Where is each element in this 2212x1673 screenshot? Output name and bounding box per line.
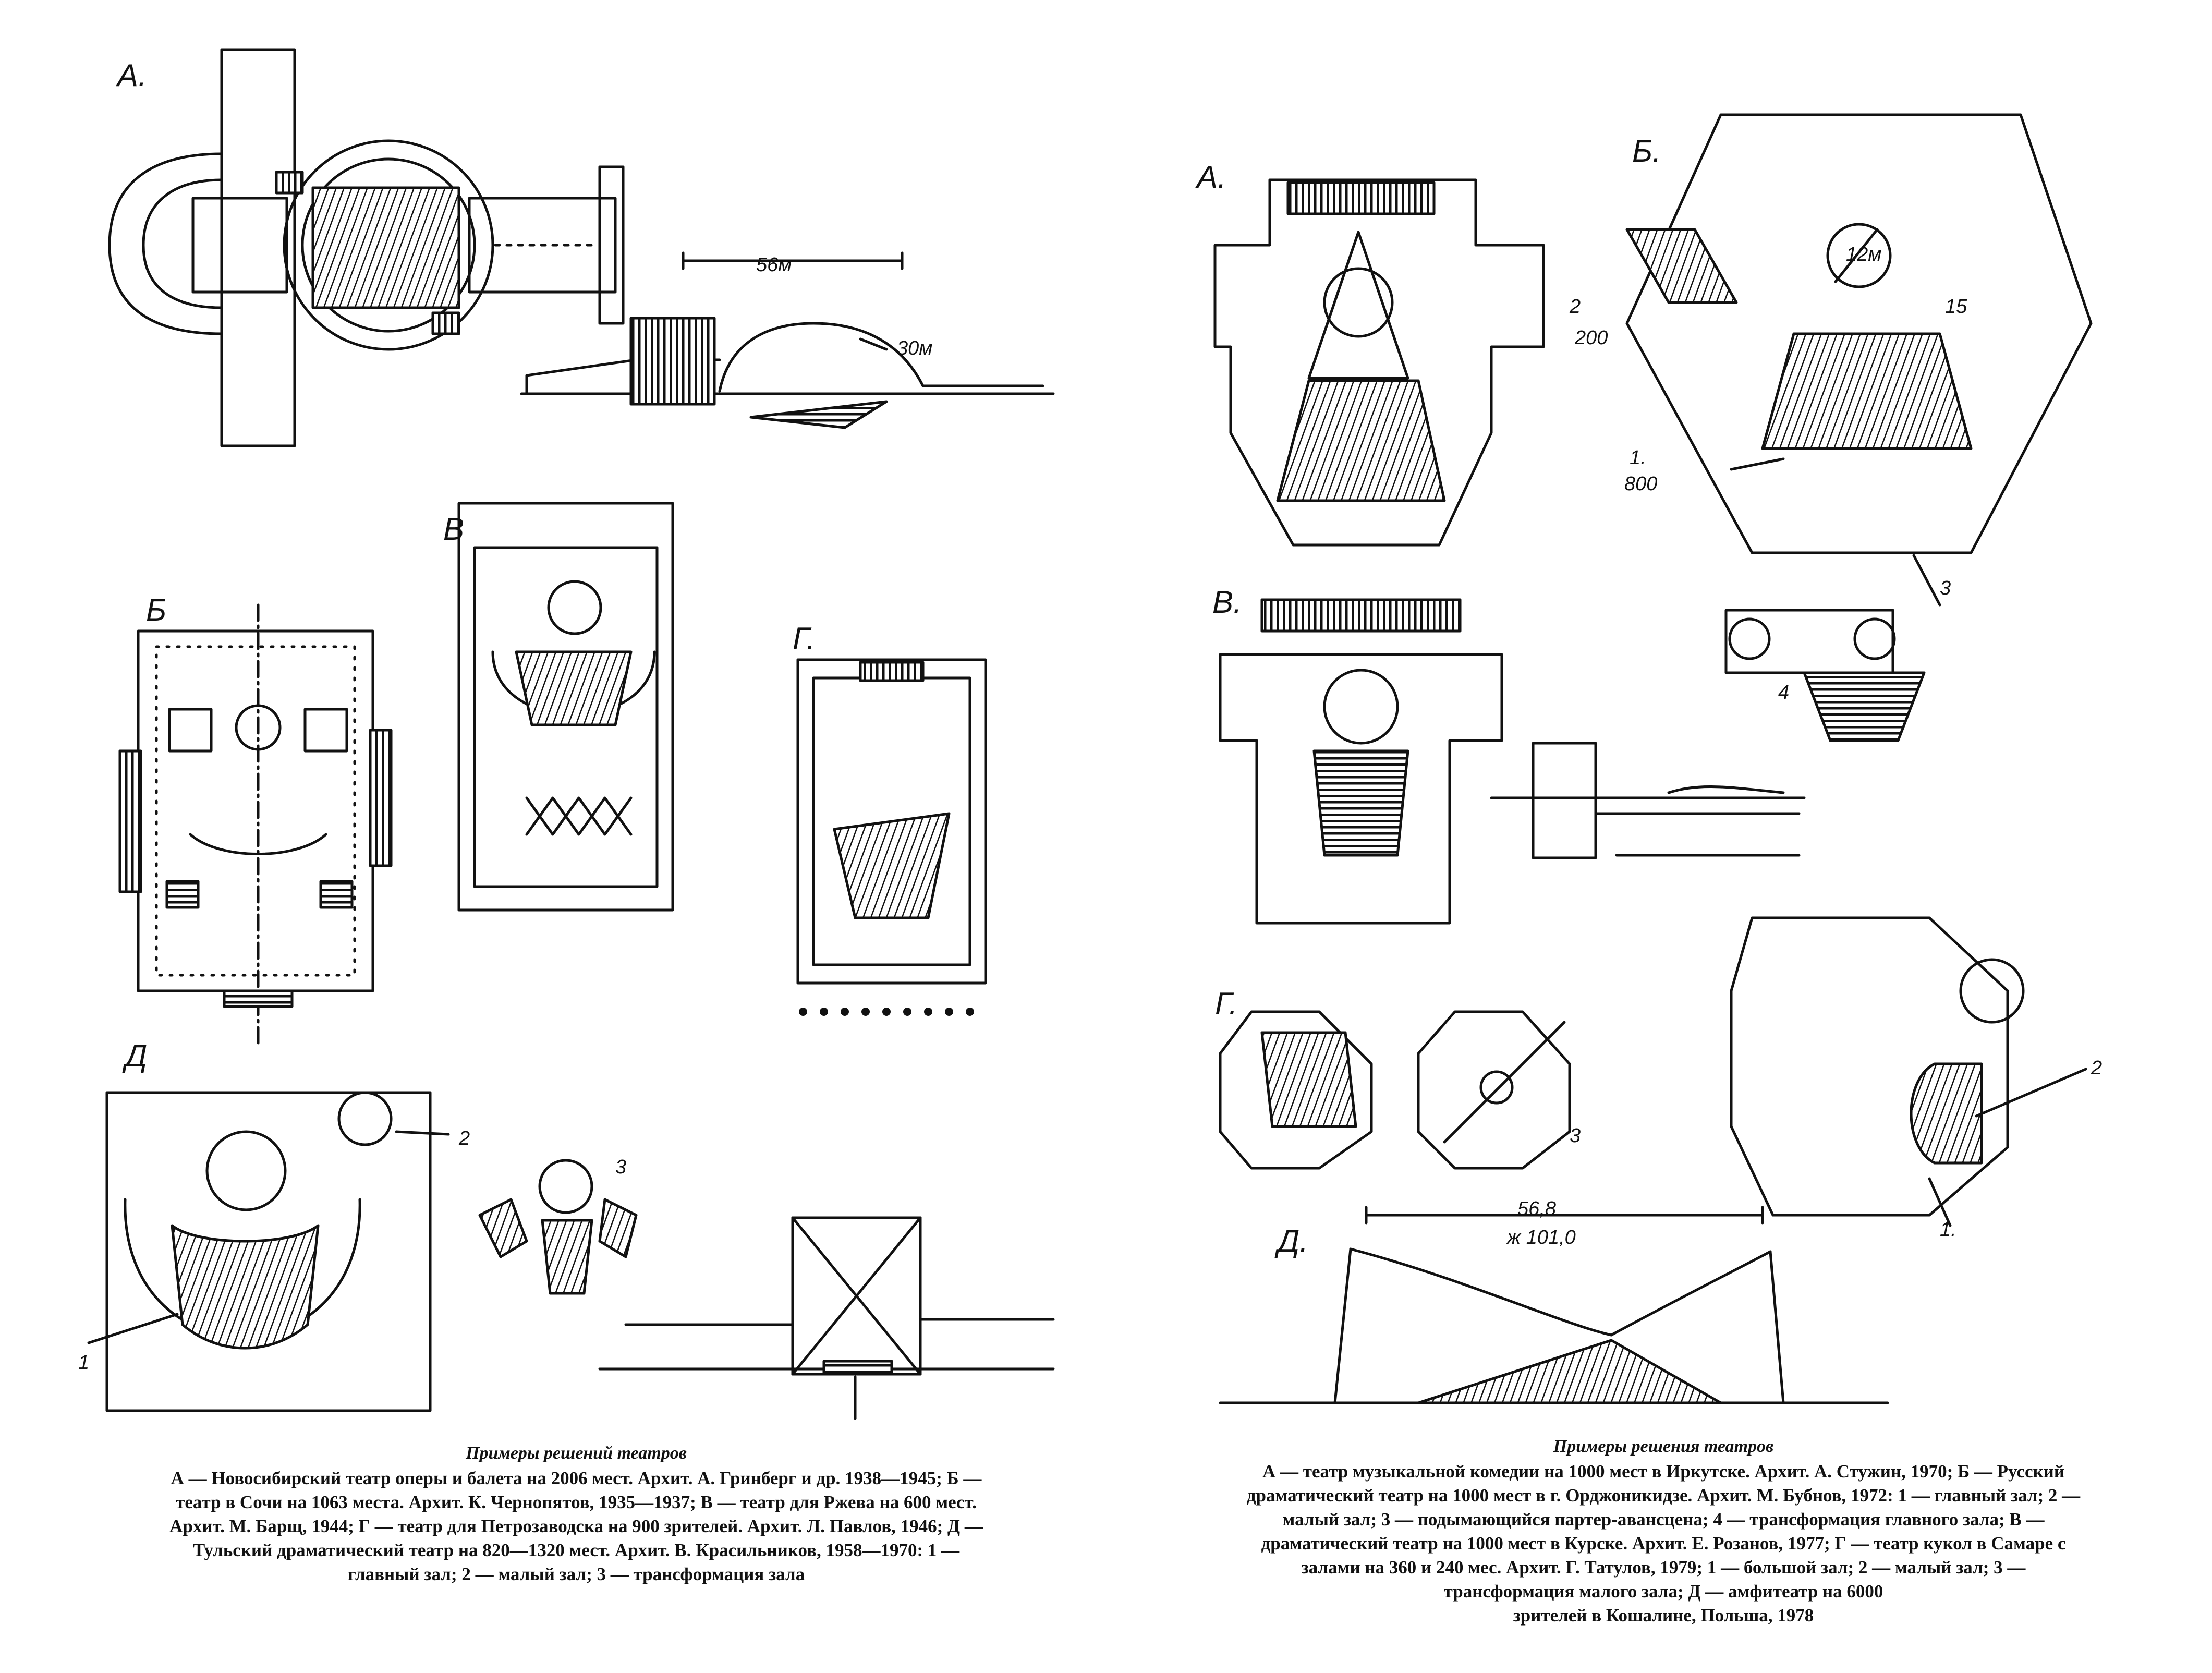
right-fig-1: 1. — [1940, 1219, 1956, 1241]
right-label-g: Г. — [1215, 986, 1237, 1021]
right-section-d — [1219, 1206, 1889, 1404]
right-caption-line: зрителей в Кошалине, Польша, 1978 — [1513, 1605, 1814, 1626]
right-num-3: 3 — [1940, 577, 1951, 599]
left-caption-line: главный зал; 2 — малый зал; 3 — трансфор… — [347, 1564, 805, 1584]
left-label-a: А. — [116, 58, 147, 93]
left-dim-30: 30м — [897, 337, 932, 359]
right-num-15: 15 — [1945, 296, 1967, 318]
right-caption-line: А — театр музыкальной комедии на 1000 ме… — [1262, 1461, 2064, 1482]
right-caption-line: залами на 360 и 240 мес. Архит. Г. Татул… — [1301, 1557, 2026, 1578]
right-dim-span2: ж 101,0 — [1506, 1227, 1576, 1248]
left-plan-d-transform — [478, 1159, 638, 1295]
right-g-num-3: 3 — [1570, 1125, 1581, 1147]
left-plan-v — [457, 502, 674, 912]
left-label-b: Б — [146, 592, 166, 627]
right-section-v — [1490, 742, 1806, 859]
right-label-d: Д. — [1274, 1223, 1308, 1258]
right-caption-title: Примеры решения театров — [1553, 1437, 1774, 1456]
right-caption: Примеры решения театров А — театр музыка… — [1126, 1437, 2201, 1628]
right-dim-span: 56,8 — [1517, 1198, 1556, 1220]
left-caption-title: Примеры решений театров — [466, 1444, 687, 1463]
left-label-d: Д — [122, 1038, 147, 1073]
left-label-v: В — [443, 512, 464, 547]
right-label-v: В. — [1212, 585, 1242, 620]
right-plan-a — [1213, 178, 1545, 547]
right-num-2-seats: 200 — [1574, 327, 1608, 349]
right-caption-line: драматический театр на 1000 мест в Курск… — [1261, 1533, 2066, 1554]
right-caption-line: малый зал; 3 — подымающийся партер-аванс… — [1282, 1509, 2045, 1530]
right-plan-b — [1625, 113, 2093, 607]
left-plan-a — [108, 48, 625, 447]
right-num-4: 4 — [1778, 682, 1789, 704]
right-label-b: Б. — [1632, 134, 1661, 168]
left-caption: Примеры решений театров А — Новосибирски… — [37, 1444, 1116, 1586]
left-dim-56: 56м — [756, 254, 792, 276]
left-section-a — [520, 251, 1055, 429]
right-num-1-seats: 800 — [1624, 473, 1657, 495]
left-caption-line: Архит. М. Барщ, 1944; Г — театр для Петр… — [169, 1516, 983, 1536]
left-num-1: 1 — [78, 1352, 89, 1374]
right-label-a: А. — [1195, 160, 1226, 195]
left-caption-line: театр в Сочи на 1063 места. Архит. К. Че… — [176, 1492, 977, 1512]
right-num-2: 2 — [1569, 296, 1581, 318]
left-num-2: 2 — [458, 1128, 470, 1149]
right-plan-b-transform — [1724, 609, 1926, 742]
left-plan-d — [87, 1091, 450, 1412]
right-caption-line: трансформация малого зала; Д — амфитеатр… — [1443, 1581, 1883, 1602]
left-section-d — [598, 1216, 1055, 1420]
left-caption-line: А — Новосибирский театр оперы и балета н… — [171, 1468, 982, 1488]
right-plan-g — [1219, 916, 2087, 1227]
left-caption-line: Тульский драматический театр на 820—1320… — [192, 1540, 960, 1560]
right-dim-12: 12м — [1846, 244, 1881, 265]
right-caption-line: драматический театр на 1000 мест в г. Ор… — [1246, 1485, 2081, 1506]
right-num-1: 1. — [1630, 447, 1646, 469]
left-label-g: Г. — [793, 621, 815, 656]
left-plan-b — [118, 603, 393, 1050]
left-plan-g — [796, 658, 987, 1016]
right-fig-2: 2 — [2091, 1057, 2102, 1079]
left-num-3: 3 — [615, 1156, 626, 1178]
right-plan-v — [1219, 598, 1503, 925]
